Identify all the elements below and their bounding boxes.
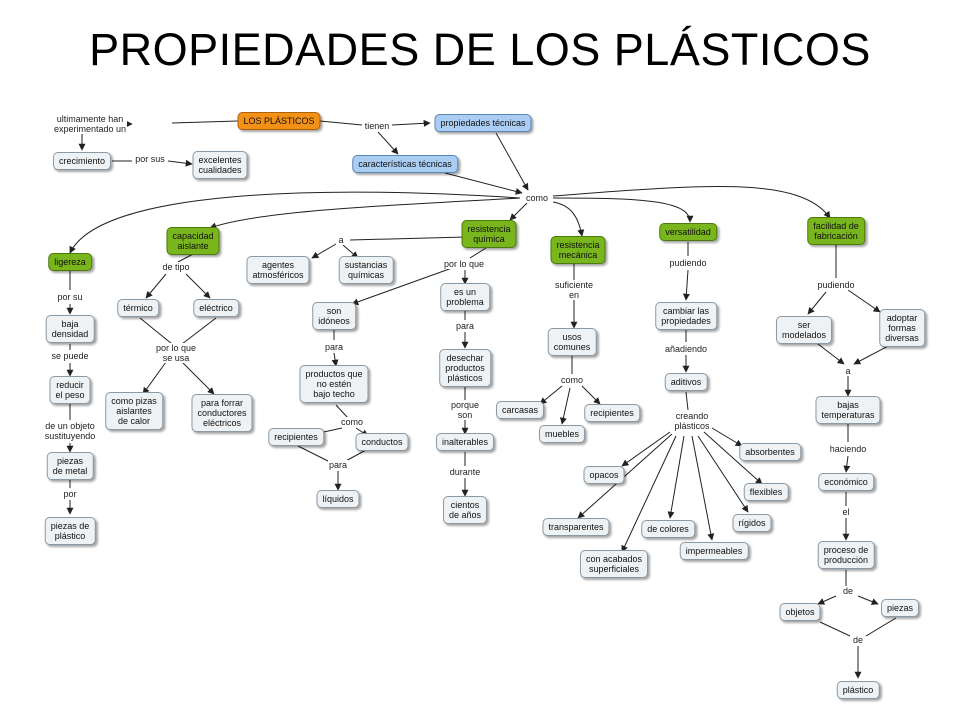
link-a-temperaturas: a — [844, 366, 852, 376]
link-por-su: por su — [56, 292, 84, 302]
concept-flexibles: flexibles — [743, 483, 789, 501]
concept-plastico: plástico — [836, 681, 880, 699]
concept-resistencia-quimica: resistencia química — [461, 220, 517, 248]
concept-economico: económico — [818, 473, 874, 491]
concept-reducir-peso: reducir el peso — [49, 376, 91, 404]
link-haciendo: haciendo — [828, 444, 868, 454]
link-creando-plasticos: creando plásticos — [673, 411, 711, 431]
concept-piezas: piezas — [880, 599, 920, 617]
link-anadiendo: añadiendo — [663, 344, 709, 354]
concept-proceso-produccion: proceso de producción — [817, 541, 875, 569]
concept-agentes-atmosfericos: agentes atmosféricos — [246, 256, 310, 284]
link-sustituyendo: de un objeto sustituyendo — [43, 421, 97, 441]
concept-propiedades-tecnicas: propiedades técnicas — [434, 114, 532, 132]
concept-crecimiento: crecimiento — [52, 152, 112, 170]
link-para-1: para — [323, 342, 345, 352]
concept-opacos: opacos — [583, 466, 625, 484]
link-pudiendo-1: pudiendo — [668, 258, 708, 268]
link-pudiendo-2: pudiendo — [816, 280, 856, 290]
concept-rigidos: rígidos — [732, 514, 772, 532]
link-se-puede: se puede — [50, 351, 90, 361]
link-para-2: para — [327, 460, 349, 470]
concept-liquidos: líquidos — [316, 490, 360, 508]
page-title: PROPIEDADES DE LOS PLÁSTICOS — [89, 24, 871, 75]
link-ultimamente: ultimamente han experimentado un — [52, 114, 128, 134]
concept-muebles: muebles — [538, 425, 586, 443]
concept-piezas-metal: piezas de metal — [46, 452, 94, 480]
concept-productos-que: productos que no estén bajo techo — [299, 365, 369, 403]
concept-usos-comunes: usos comunes — [547, 328, 597, 356]
concept-los-plasticos: LOS PLÁSTICOS — [237, 112, 321, 130]
link-como-usos: como — [559, 375, 585, 385]
link-para-3: para — [454, 321, 476, 331]
concept-piezas-plastico: piezas de plástico — [44, 517, 96, 545]
concept-capacidad-aislante: capacidad aislante — [166, 227, 220, 255]
link-como-productos: como — [339, 417, 365, 427]
link-de-2: de — [851, 635, 865, 645]
concept-excelentes-cualidades: excelentes cualidades — [192, 151, 248, 179]
concept-son-idoneos: son idóneos — [312, 302, 356, 330]
link-por-sus: por sus — [134, 154, 166, 164]
concept-conductos: conductos — [355, 433, 409, 451]
concept-desechar: desechar productos plásticos — [439, 349, 491, 387]
link-a-quimica: a — [337, 235, 345, 245]
link-porque-son: porque son — [449, 400, 481, 420]
link-tienen: tienen — [363, 121, 391, 131]
concept-termico: térmico — [117, 299, 159, 317]
concept-resistencia-mecanica: resistencia mecánica — [550, 236, 606, 264]
concept-es-un-problema: es un problema — [440, 283, 490, 311]
concept-impermeables: impermeables — [679, 542, 749, 560]
concept-objetos: objetos — [779, 603, 821, 621]
concept-recipientes-1: recipientes — [268, 428, 324, 446]
link-el: el — [841, 507, 851, 517]
link-por-lo-que: por lo que — [442, 259, 486, 269]
concept-versatilidad: versatilidad — [659, 223, 717, 241]
concept-aditivos: aditivos — [664, 373, 708, 391]
concept-facilidad-fabricacion: facilidad de fabricación — [807, 217, 865, 245]
concept-ligereza: ligereza — [48, 253, 92, 271]
link-de-tipo: de tipo — [161, 262, 191, 272]
concept-como-pizas: como pizas aislantes de calor — [105, 392, 163, 430]
concept-inalterables: inalterables — [435, 433, 495, 451]
concept-cambiar-propiedades: cambiar las propiedades — [655, 302, 717, 330]
concept-de-colores: de colores — [641, 520, 695, 538]
concept-recipientes-2: recipientes — [584, 404, 640, 422]
concept-sustancias-quimicas: sustancias químicas — [338, 256, 394, 284]
concept-bajas-temperaturas: bajas temperaturas — [815, 396, 881, 424]
link-suficiente-en: suficiente en — [553, 280, 595, 300]
concept-transparentes: transparentes — [542, 518, 610, 536]
concept-para-forrar: para forrar conductores eléctricos — [191, 394, 253, 432]
link-por: por — [62, 489, 78, 499]
concept-ser-modelados: ser modelados — [775, 316, 833, 344]
link-como-hub: como — [524, 193, 550, 203]
link-durante: durante — [448, 467, 482, 477]
concept-adoptar-formas: adoptar formas diversas — [879, 309, 925, 347]
concept-electrico: eléctrico — [193, 299, 239, 317]
concept-absorbentes: absorbentes — [739, 443, 801, 461]
concept-baja-densidad: baja densidad — [45, 315, 95, 343]
link-de-1: de — [841, 586, 855, 596]
concept-cientos-de-anos: cientos de años — [442, 496, 488, 524]
link-por-lo-que-se-usa: por lo que se usa — [154, 343, 198, 363]
concept-con-acabados: con acabados superficiales — [579, 550, 649, 578]
concept-carcasas: carcasas — [495, 401, 545, 419]
concept-caracteristicas-tecnicas: características técnicas — [352, 155, 458, 173]
